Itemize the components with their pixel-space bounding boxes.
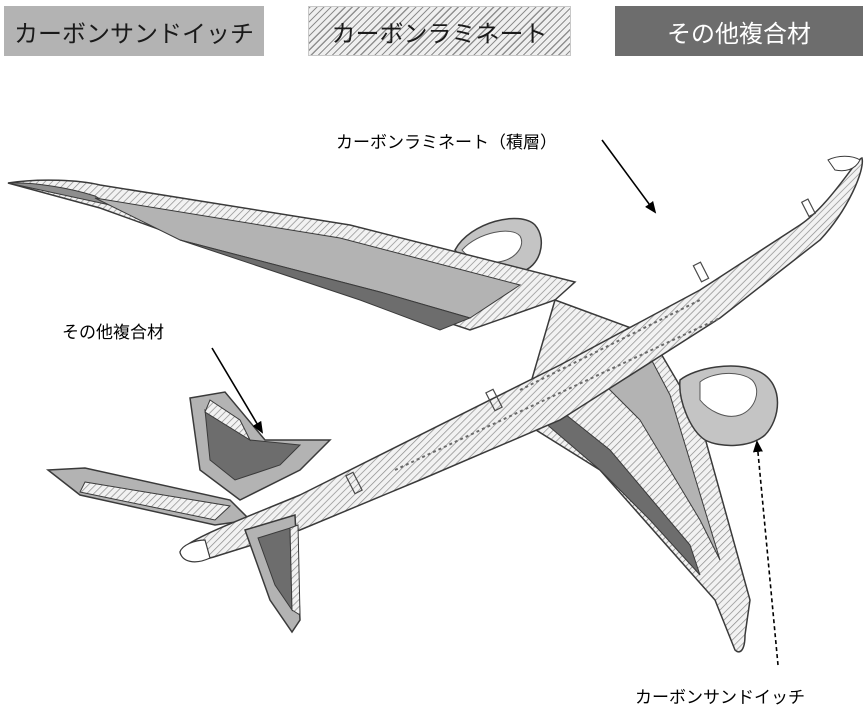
lower-horizontal-stabilizer	[244, 514, 301, 634]
callout-carbon-laminate: カーボンラミネート（積層）	[336, 133, 557, 153]
laminate-callout-arrow	[601, 139, 657, 214]
lower-engine-nacelle	[679, 365, 779, 447]
legend-other-composites-label: その他複合材	[667, 19, 811, 48]
legend-carbon-laminate-label: カーボンラミネート	[331, 19, 548, 48]
upper-horizontal-stabilizer	[45, 467, 252, 526]
legend-carbon-sandwich-label: カーボンサンドイッチ	[14, 19, 254, 48]
other-composites-callout-arrow	[211, 347, 264, 434]
fuselage	[179, 155, 864, 563]
legend-other-composites: その他複合材	[615, 6, 863, 56]
upper-wing	[7, 179, 577, 331]
callout-other-composites: その他複合材	[62, 323, 164, 343]
sandwich-callout-arrow	[752, 440, 779, 666]
vertical-fin	[189, 391, 332, 501]
legend-carbon-laminate: カーボンラミネート	[308, 6, 571, 56]
callout-carbon-sandwich: カーボンサンドイッチ	[635, 688, 805, 708]
legend-carbon-sandwich: カーボンサンドイッチ	[4, 6, 264, 56]
